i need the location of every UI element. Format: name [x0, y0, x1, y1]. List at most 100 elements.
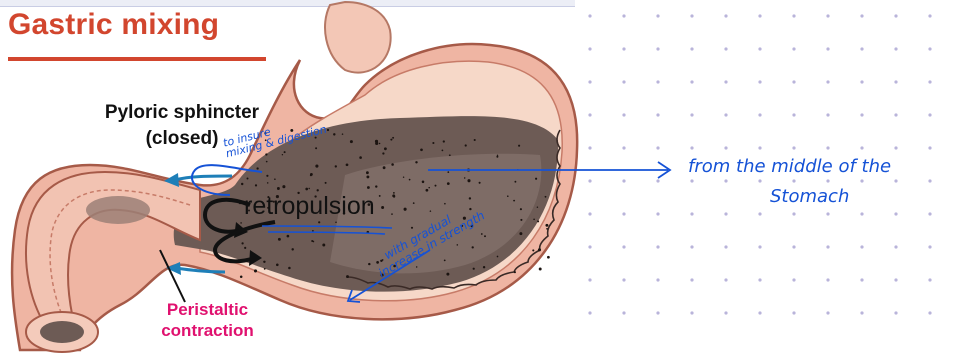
food-particle — [537, 220, 539, 222]
grid-dot — [928, 278, 931, 281]
grid-dot — [860, 80, 863, 83]
retropulsion-label: retropulsion — [244, 192, 375, 221]
grid-dot — [894, 14, 897, 17]
food-particle — [384, 147, 387, 150]
grid-dot — [622, 212, 625, 215]
grid-dot — [894, 146, 897, 149]
food-particle — [465, 144, 467, 146]
grid-dot — [758, 14, 761, 17]
grid-dot — [928, 245, 931, 248]
food-particle — [266, 175, 268, 177]
food-particle — [479, 182, 481, 184]
grid-dot — [826, 14, 829, 17]
food-particle — [457, 244, 459, 246]
food-particle — [538, 248, 541, 251]
food-particle — [483, 266, 485, 268]
grid-dot — [860, 311, 863, 314]
grid-dot — [588, 113, 591, 116]
food-particle — [520, 208, 522, 210]
food-particle — [513, 200, 515, 202]
grid-dot — [724, 80, 727, 83]
peristaltic-label-line1: Peristaltic — [140, 299, 275, 320]
food-particle — [435, 185, 437, 187]
grid-dot — [758, 311, 761, 314]
grid-dot — [724, 245, 727, 248]
grid-dot — [656, 245, 659, 248]
food-particle — [379, 195, 381, 197]
food-particle — [241, 242, 243, 244]
grid-dot — [860, 245, 863, 248]
food-particle — [315, 165, 318, 168]
food-particle — [496, 156, 498, 158]
food-particle — [420, 148, 423, 151]
grid-dot — [928, 47, 931, 50]
food-particle — [318, 221, 320, 223]
grid-dot — [656, 113, 659, 116]
food-particle — [288, 267, 291, 270]
food-particle — [282, 154, 283, 155]
grid-dot — [588, 179, 591, 182]
food-particle — [474, 139, 476, 141]
food-particle — [472, 246, 474, 248]
food-particle — [520, 219, 522, 221]
grid-dot — [588, 47, 591, 50]
duodenum-bolus — [86, 196, 150, 224]
grid-dot — [860, 146, 863, 149]
grid-dot — [860, 14, 863, 17]
pyloric-label-line1: Pyloric sphincter — [62, 100, 302, 126]
food-particle — [327, 129, 329, 131]
grid-dot — [690, 311, 693, 314]
food-particle — [411, 227, 413, 229]
food-particle — [391, 163, 394, 166]
grid-dot — [894, 212, 897, 215]
food-particle — [346, 163, 349, 166]
food-particle — [514, 271, 516, 273]
grid-dot — [588, 278, 591, 281]
grid-dot — [622, 47, 625, 50]
fundus-dome — [325, 2, 391, 73]
grid-dot — [928, 113, 931, 116]
food-particle — [383, 166, 386, 169]
food-particle — [403, 176, 404, 177]
food-particle — [426, 189, 429, 192]
food-particle — [276, 264, 279, 267]
grid-dot — [656, 311, 659, 314]
grid-dot — [690, 47, 693, 50]
grid-dot — [894, 278, 897, 281]
food-particle — [310, 174, 312, 176]
food-particle — [308, 188, 309, 189]
grid-dot — [758, 113, 761, 116]
grid-dot — [724, 47, 727, 50]
peristaltic-contraction-label: Peristaltic contraction — [140, 299, 275, 341]
food-particle — [256, 167, 258, 169]
grid-dot — [724, 14, 727, 17]
food-particle — [539, 268, 542, 271]
grid-dot — [792, 80, 795, 83]
grid-dot — [860, 47, 863, 50]
grid-dot — [894, 47, 897, 50]
food-particle — [464, 177, 465, 178]
grid-dot — [758, 212, 761, 215]
grid-dot — [792, 311, 795, 314]
grid-dot — [894, 113, 897, 116]
grid-dot — [792, 47, 795, 50]
food-particle — [255, 184, 257, 186]
food-particle — [393, 195, 395, 197]
food-particle — [350, 140, 353, 143]
food-particle — [481, 233, 483, 235]
food-particle — [274, 178, 276, 180]
grid-dot — [758, 245, 761, 248]
grid-dot — [826, 146, 829, 149]
grid-dot — [622, 146, 625, 149]
food-particle — [391, 213, 393, 215]
grid-dot — [928, 311, 931, 314]
grid-dot — [826, 113, 829, 116]
food-particle — [546, 228, 548, 230]
food-particle — [311, 240, 313, 242]
food-particle — [240, 222, 242, 224]
grid-dot — [860, 212, 863, 215]
grid-dot — [656, 179, 659, 182]
middle-line1: from the middle of the — [688, 152, 891, 182]
food-particle — [404, 208, 407, 211]
food-particle — [359, 156, 362, 159]
